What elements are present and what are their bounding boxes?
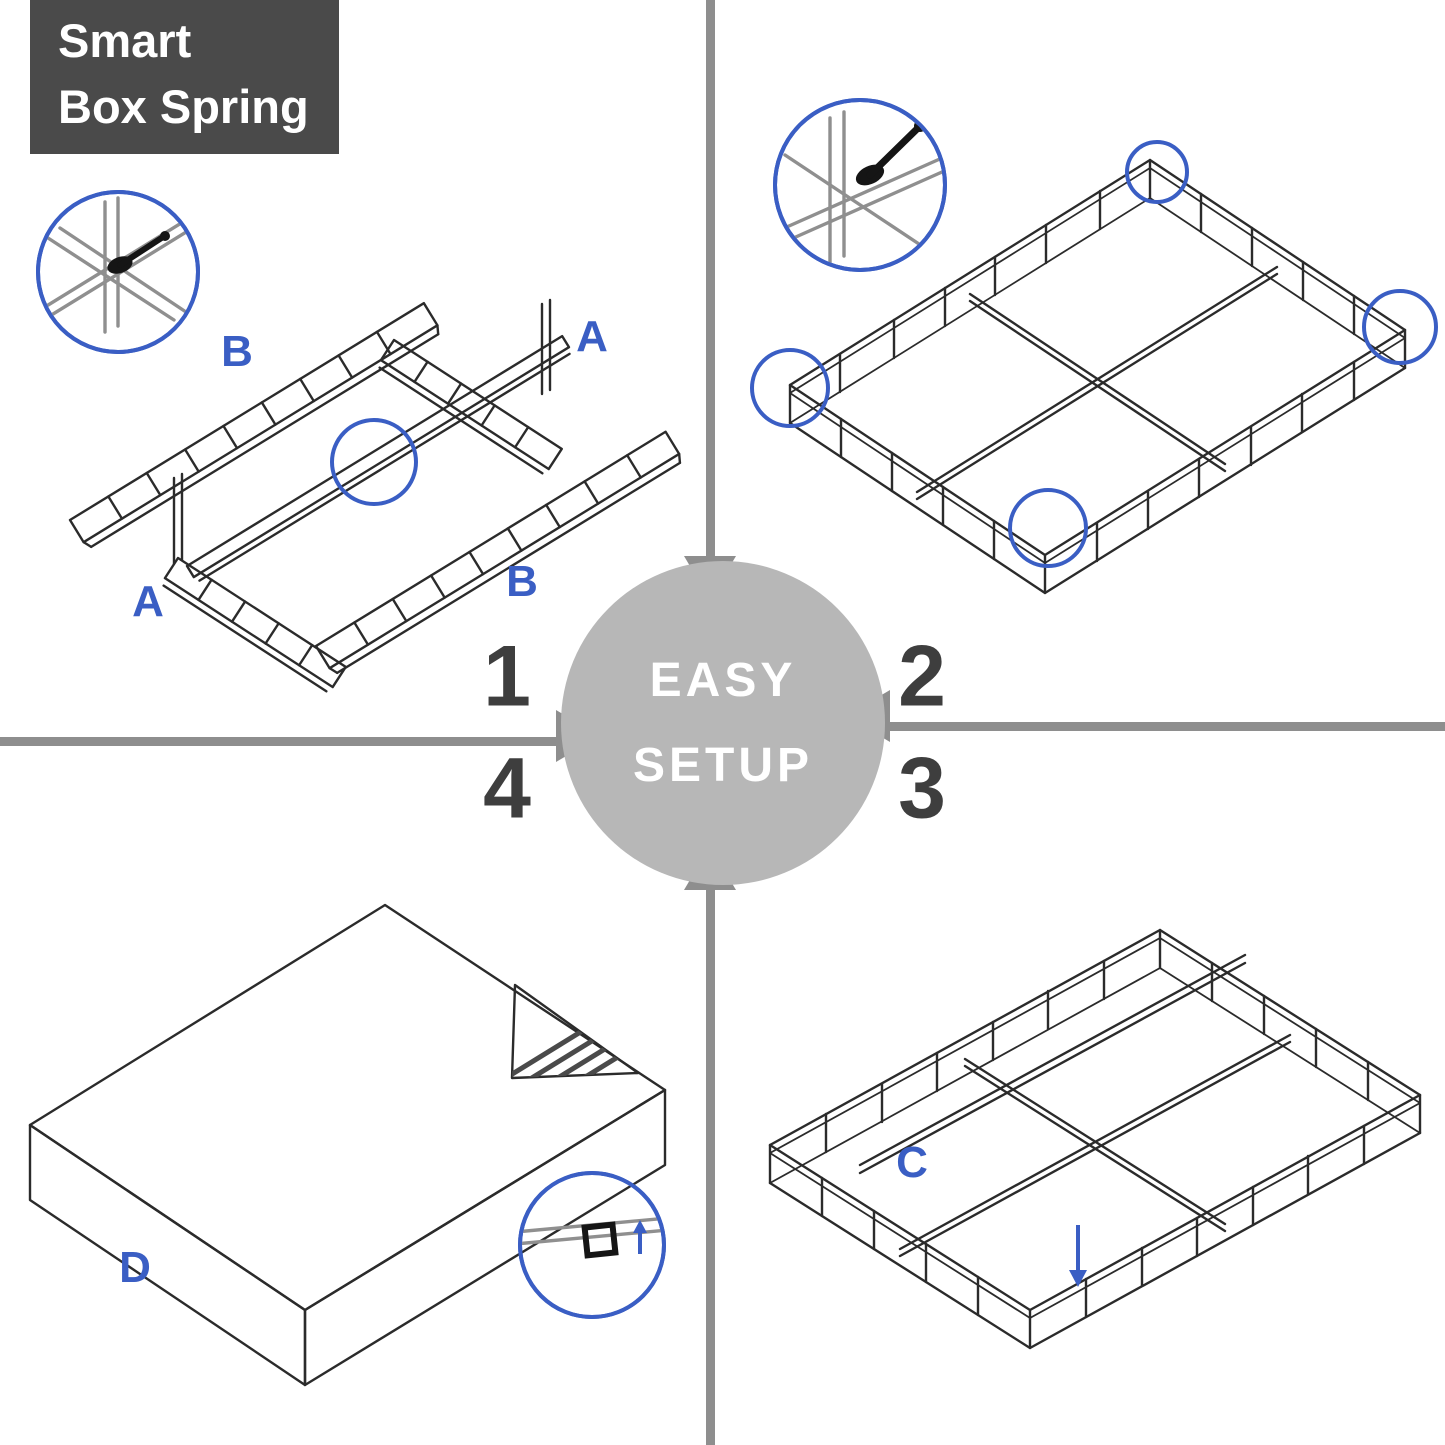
- cover-cutaway: [510, 983, 640, 1080]
- insert-direction-arrow: [1069, 1225, 1087, 1287]
- rail-b-upper: [68, 301, 440, 549]
- step4-cover-diagram: [28, 903, 667, 1387]
- thumb-screw-callout: [773, 98, 947, 272]
- frame-inner-bars: [915, 265, 1279, 501]
- part-label-b-top: B: [221, 327, 253, 376]
- hub-text-top: EASY: [649, 654, 797, 707]
- product-title-banner: Smart Box Spring: [30, 0, 339, 154]
- frame-rim: [768, 928, 1422, 1350]
- frame-inner-bars: [898, 1033, 1292, 1258]
- divider-horizontal-right: [888, 722, 1445, 731]
- corner-posts: [172, 298, 552, 566]
- part-label-c: C: [896, 1138, 928, 1187]
- part-label-b-bottom: B: [506, 557, 538, 606]
- frame-rungs: [838, 189, 1356, 563]
- hub-text-bottom: SETUP: [632, 739, 814, 792]
- step-number-2: 2: [898, 628, 946, 725]
- part-label-a-top: A: [576, 312, 608, 361]
- part-label-a-bottom: A: [132, 577, 164, 626]
- corner-lock-highlights: [750, 140, 1438, 568]
- step2-assembled-frame-diagram: [750, 98, 1438, 595]
- strap-detail-callout: [518, 1171, 666, 1319]
- part-label-d: D: [119, 1243, 151, 1292]
- divider-vertical-top: [706, 0, 715, 566]
- rail-b-lower: [314, 430, 682, 675]
- center-joint-highlight-circle: [330, 418, 418, 506]
- box-spring-cover: [28, 903, 667, 1387]
- slat-c-bar: [858, 953, 1247, 1175]
- divider-vertical-bottom: [706, 880, 715, 1445]
- rail-a-lower: [162, 556, 347, 693]
- step-number-3: 3: [898, 740, 946, 837]
- easy-setup-badge: EASY SETUP: [561, 561, 885, 885]
- step-number-1: 1: [483, 628, 531, 725]
- center-bar: [185, 334, 571, 582]
- step1-exploded-parts-diagram: [36, 190, 682, 693]
- divider-horizontal-left: [0, 737, 563, 746]
- rail-a-upper: [378, 338, 563, 475]
- frame-rim: [788, 158, 1407, 595]
- title-line2: Box Spring: [58, 79, 309, 133]
- step3-insert-slat-diagram: [768, 928, 1422, 1350]
- joint-detail-callout: [36, 190, 200, 354]
- step-number-4: 4: [483, 740, 531, 837]
- title-line1: Smart: [58, 14, 192, 67]
